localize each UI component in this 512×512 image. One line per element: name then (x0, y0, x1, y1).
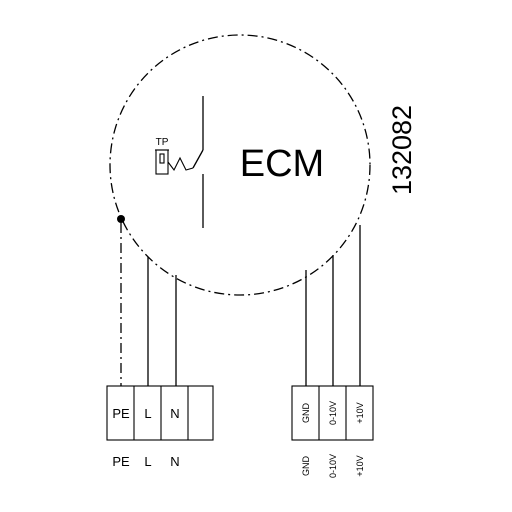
motor-label: ECM (240, 143, 324, 185)
power-label-l: L (144, 454, 151, 469)
power-terminal-block (106, 385, 214, 441)
pe-junction-dot (117, 215, 125, 223)
drawing-id: 132082 (387, 105, 417, 195)
motor-housing-outline (109, 34, 371, 296)
control-label-gnd: GND (301, 456, 311, 477)
control-cell-gnd: GND (301, 403, 311, 424)
power-cell-l: L (144, 406, 151, 421)
control-label-plus-10v: +10V (355, 455, 365, 476)
control-label-0-10v: 0-10V (328, 454, 338, 478)
power-cell-n: N (170, 406, 179, 421)
control-cell-0-10v: 0-10V (328, 401, 338, 425)
control-cell-plus-10v: +10V (355, 402, 365, 423)
thermal-protector-icon (155, 96, 204, 228)
thermal-protector-label: TP (156, 137, 169, 148)
power-label-pe: PE (112, 454, 130, 469)
power-label-n: N (170, 454, 179, 469)
control-terminal-block (291, 385, 374, 441)
power-cell-pe: PE (112, 406, 130, 421)
